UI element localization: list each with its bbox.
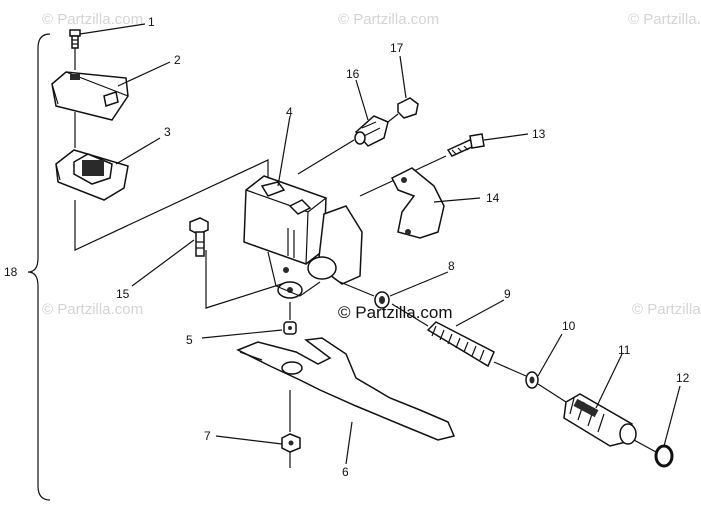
guide-line-pin [205,250,289,309]
leader-4 [277,115,291,187]
leader-13 [483,133,529,141]
axis-12 [633,439,657,453]
assembly-brace [27,33,51,501]
part-2-cover [51,71,129,121]
leader-5 [201,329,283,339]
leader-16 [355,79,369,121]
part-14-clamp [390,167,445,239]
callout-7: 7 [204,429,211,443]
callout-13: 13 [532,127,546,141]
callout-5: 5 [186,333,193,347]
leader-15 [131,239,195,287]
callout-15: 15 [116,287,130,301]
watermark-center: © Partzilla.com [338,303,453,322]
watermark-top-right: © Partzilla.com [628,11,701,28]
axis-17 [387,113,399,123]
leader-17 [399,55,407,99]
axis-16 [297,139,355,175]
part-1-screw [69,29,81,49]
callout-8: 8 [448,259,455,273]
leader-14 [433,197,481,203]
callout-16: 16 [346,67,360,81]
callout-6: 6 [342,465,349,479]
axis-11 [537,383,567,403]
callout-9: 9 [504,287,511,301]
callout-18: 18 [4,265,18,279]
leader-2 [117,61,171,87]
part-10-washer [525,371,539,389]
part-16-boot [354,115,389,147]
callout-11: 11 [618,343,631,357]
part-17-cap [397,97,419,119]
part-8-washer [374,291,390,309]
watermark-mid-right: © Partzilla.com [632,301,701,318]
leader-12 [663,385,681,447]
leader-8 [389,271,449,297]
part-6-brake-lever [236,337,456,441]
callout-4: 4 [286,105,293,119]
part-7-nut [281,433,301,453]
part-13-bolt [446,133,485,157]
watermark-top-left: © Partzilla.com [42,11,143,28]
part-12-snap-ring [654,444,674,468]
leader-1 [79,23,146,35]
leader-11 [595,353,623,409]
part-11-piston [563,393,637,447]
part-3-diaphragm [55,149,129,201]
leader-3 [115,137,161,165]
callout-1: 1 [148,15,155,29]
part-9-spring [426,321,495,368]
leader-10 [537,333,563,377]
callout-2: 2 [174,53,181,67]
axis-9 [391,303,429,327]
callout-10: 10 [562,319,576,333]
leader-9 [455,299,505,327]
callout-14: 14 [486,191,500,205]
leader-6 [345,421,353,465]
axis-10 [493,361,527,377]
callout-3: 3 [164,125,171,139]
part-15-pivot-bolt [189,217,209,257]
watermark-top-center: © Partzilla.com [338,11,439,28]
leader-7 [215,435,283,445]
part-4-master-cylinder [243,175,363,299]
part-5-bushing [283,321,297,335]
callout-12: 12 [676,371,690,385]
callout-17: 17 [390,41,404,55]
axis-8 [339,281,375,297]
watermark-mid-left: © Partzilla.com [42,301,143,318]
